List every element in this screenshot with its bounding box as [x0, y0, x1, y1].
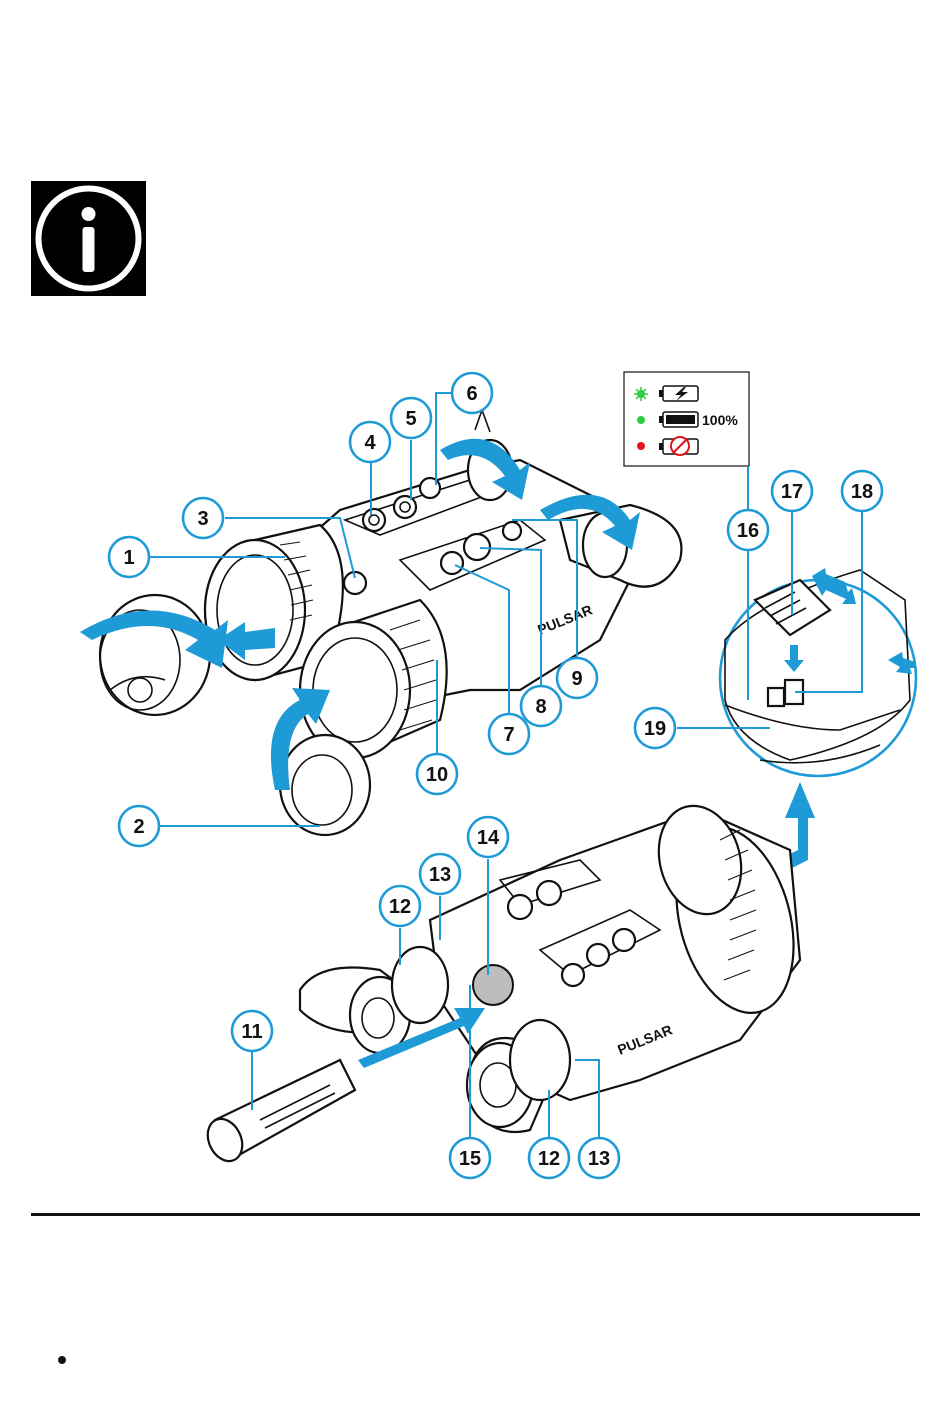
top-binocular-illustration: PULSAR	[80, 410, 681, 835]
device-diagram: PULSAR	[0, 0, 950, 1200]
callout-18: 18	[842, 471, 882, 511]
svg-text:19: 19	[644, 718, 666, 740]
svg-text:11: 11	[241, 1021, 262, 1043]
svg-text:2: 2	[133, 816, 144, 838]
svg-text:8: 8	[535, 696, 546, 718]
callout-12-bottom: 12	[529, 1138, 569, 1178]
svg-text:3: 3	[197, 508, 208, 530]
callout-12-top: 12	[380, 886, 420, 926]
svg-text:17: 17	[781, 481, 803, 503]
svg-text:1: 1	[123, 547, 134, 569]
svg-text:5: 5	[405, 408, 416, 430]
svg-text:15: 15	[459, 1148, 481, 1170]
callout-15: 15	[450, 1138, 490, 1178]
svg-text:13: 13	[588, 1148, 610, 1170]
battery-percent-label: 100%	[702, 412, 738, 428]
svg-text:18: 18	[851, 481, 873, 503]
svg-text:14: 14	[477, 827, 500, 849]
callout-6: 6	[452, 373, 492, 413]
callout-10: 10	[417, 754, 457, 794]
svg-text:12: 12	[538, 1148, 560, 1170]
battery-pack	[201, 1060, 355, 1167]
callout-7: 7	[489, 714, 529, 754]
callout-5: 5	[391, 398, 431, 438]
svg-text:7: 7	[503, 724, 514, 746]
callout-2: 2	[119, 806, 159, 846]
callout-3: 3	[183, 498, 223, 538]
svg-text:6: 6	[466, 383, 477, 405]
callout-16: 16	[728, 510, 768, 550]
list-bullet	[58, 1356, 66, 1364]
led-status-legend: 100%	[624, 372, 749, 510]
callout-11: 11	[232, 1011, 272, 1051]
svg-text:4: 4	[364, 432, 376, 454]
callout-13-bottom: 13	[579, 1138, 619, 1178]
callout-8: 8	[521, 686, 561, 726]
callout-1: 1	[109, 537, 149, 577]
battery-compartment-detail	[720, 568, 916, 776]
callout-13-top: 13	[420, 854, 460, 894]
callout-4: 4	[350, 422, 390, 462]
bottom-binocular-illustration: PULSAR	[201, 797, 813, 1167]
callout-17: 17	[772, 471, 812, 511]
svg-text:9: 9	[571, 668, 582, 690]
svg-text:13: 13	[429, 864, 451, 886]
callout-14: 14	[468, 817, 508, 857]
svg-text:12: 12	[389, 896, 411, 918]
svg-text:10: 10	[426, 764, 448, 786]
callout-19: 19	[635, 708, 675, 748]
svg-text:16: 16	[737, 520, 759, 542]
section-divider	[31, 1213, 920, 1216]
callout-9: 9	[557, 658, 597, 698]
